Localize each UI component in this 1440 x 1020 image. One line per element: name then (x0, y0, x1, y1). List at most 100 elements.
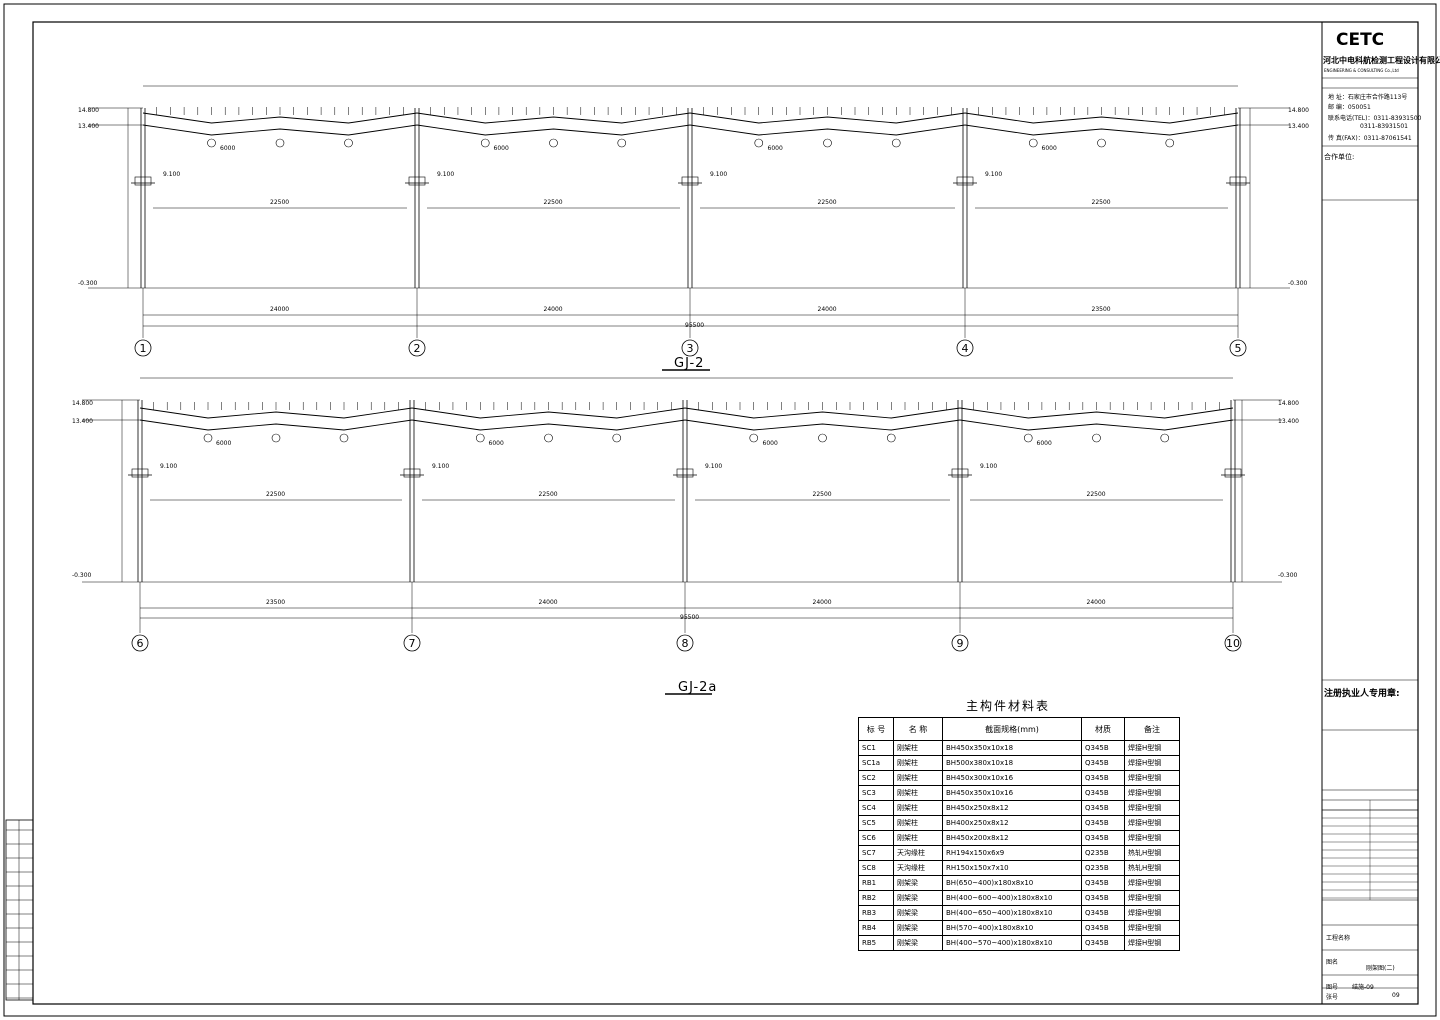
table-cell: Q345B (1081, 920, 1125, 936)
axis-bubble (403, 634, 421, 652)
elev-top-right-2: 14.800 (1278, 400, 1299, 407)
table-cell: 焊接H型钢 (1124, 935, 1180, 951)
table-cell: SC7 (858, 845, 894, 861)
elev-bottom-right-1: -0.300 (1288, 280, 1308, 287)
elev-eave-right-2: 13.400 (1278, 418, 1299, 425)
table-cell: BH(650~400)x180x8x10 (942, 875, 1082, 891)
table-cell: 焊接H型钢 (1124, 905, 1180, 921)
connection-circle (749, 433, 759, 443)
table-cell: 焊接H型钢 (1124, 875, 1180, 891)
bracket-elev-text: 9.100 (985, 171, 1003, 178)
table-cell: RB2 (858, 890, 894, 906)
inner-dim-text: 22500 (543, 199, 563, 206)
table-cell: 刚架柱 (893, 800, 943, 816)
axis-number: 10 (1226, 637, 1240, 650)
axis-bubble (408, 339, 426, 357)
table-cell: 刚架柱 (893, 770, 943, 786)
revision-strip-lines (6, 820, 33, 1000)
connection-circle (203, 433, 213, 443)
table-header-cell: 标 号 (858, 717, 894, 741)
elev-eave-right-1: 13.400 (1288, 123, 1309, 130)
table-cell: SC1 (858, 740, 894, 756)
phone: 联系电话(TEL)：0311-83931500 (1328, 115, 1422, 122)
axis-bubble (134, 339, 152, 357)
connection-circle (1160, 433, 1170, 443)
table-cell: SC5 (858, 815, 894, 831)
span-dim-text: 24000 (270, 306, 290, 313)
axis-number: 6 (137, 637, 144, 650)
axis-number: 7 (409, 637, 416, 650)
rafter-span-text: 6000 (220, 145, 236, 152)
table-cell: 焊接H型钢 (1124, 830, 1180, 846)
inner-dim-text: 22500 (270, 199, 290, 206)
table-cell: BH(400~570~400)x180x8x10 (942, 935, 1082, 951)
project-name-label: 工程名称 (1326, 935, 1351, 942)
connection-circle (891, 138, 901, 148)
axis-bubble (951, 634, 969, 652)
rafter-top (964, 112, 1239, 124)
elev-eave-left-1: 13.400 (78, 123, 99, 130)
table-cell: 热轧H型钢 (1124, 860, 1180, 876)
table-cell: 刚架柱 (893, 815, 943, 831)
table-cell: BH450x350x10x16 (942, 785, 1082, 801)
connection-circle (818, 433, 827, 443)
table-cell: Q345B (1081, 770, 1125, 786)
rafter-top (959, 407, 1234, 419)
span-dim-text: 24000 (812, 599, 832, 606)
sheet-count: 09 (1392, 992, 1400, 999)
rafter-bottom (689, 124, 966, 136)
cooperation-unit: 合作单位: (1324, 153, 1355, 161)
inner-dim-text: 22500 (817, 199, 837, 206)
connection-circle (480, 138, 490, 148)
connection-circle (1023, 433, 1033, 443)
inner-dim-text: 22500 (1091, 199, 1111, 206)
span-dim-text: 23500 (1091, 306, 1111, 313)
table-cell: RB4 (858, 920, 894, 936)
frame1-title: GJ-2 (674, 356, 705, 371)
drawing-name-label: 图名 (1326, 959, 1339, 966)
bracket-rect (1229, 176, 1247, 186)
bracket-elev-text: 9.100 (705, 463, 723, 470)
table-cell: BH400x250x8x12 (942, 815, 1082, 831)
rafter-top (689, 112, 966, 124)
rafter-bottom (139, 419, 413, 431)
axis-number: 3 (687, 342, 694, 355)
table-cell: Q235B (1081, 860, 1125, 876)
table-cell: SC2 (858, 770, 894, 786)
table-cell: Q345B (1081, 830, 1125, 846)
table-cell: 刚架梁 (893, 875, 943, 891)
rafter-bottom (411, 419, 686, 431)
revision-strip (5, 819, 34, 1001)
table-cell: Q345B (1081, 890, 1125, 906)
rafter-bottom (964, 124, 1239, 136)
table-cell: 焊接H型钢 (1124, 770, 1180, 786)
sheet-number-label: 图号 (1326, 984, 1339, 991)
table-cell: Q345B (1081, 740, 1125, 756)
connection-circle (207, 138, 216, 148)
inner-dim-text: 22500 (1086, 491, 1106, 498)
table-cell: 刚架梁 (893, 935, 943, 951)
table-cell: Q345B (1081, 755, 1125, 771)
registered-stamp: 注册执业人专用章: (1324, 689, 1400, 699)
axis-bubble (131, 634, 149, 652)
connection-circle (339, 433, 349, 443)
span-dim-text: 24000 (817, 306, 837, 313)
table-cell: RB1 (858, 875, 894, 891)
connection-circle (754, 138, 764, 148)
table-cell: 焊接H型钢 (1124, 890, 1180, 906)
postcode: 邮 编：050051 (1328, 104, 1371, 111)
rafter-bottom (416, 124, 691, 136)
connection-circle (823, 138, 832, 148)
table-cell: BH450x250x8x12 (942, 800, 1082, 816)
table-header-cell: 名 称 (893, 717, 943, 741)
table-cell: 刚架柱 (893, 740, 943, 756)
span-dim-text: 24000 (1086, 599, 1106, 606)
